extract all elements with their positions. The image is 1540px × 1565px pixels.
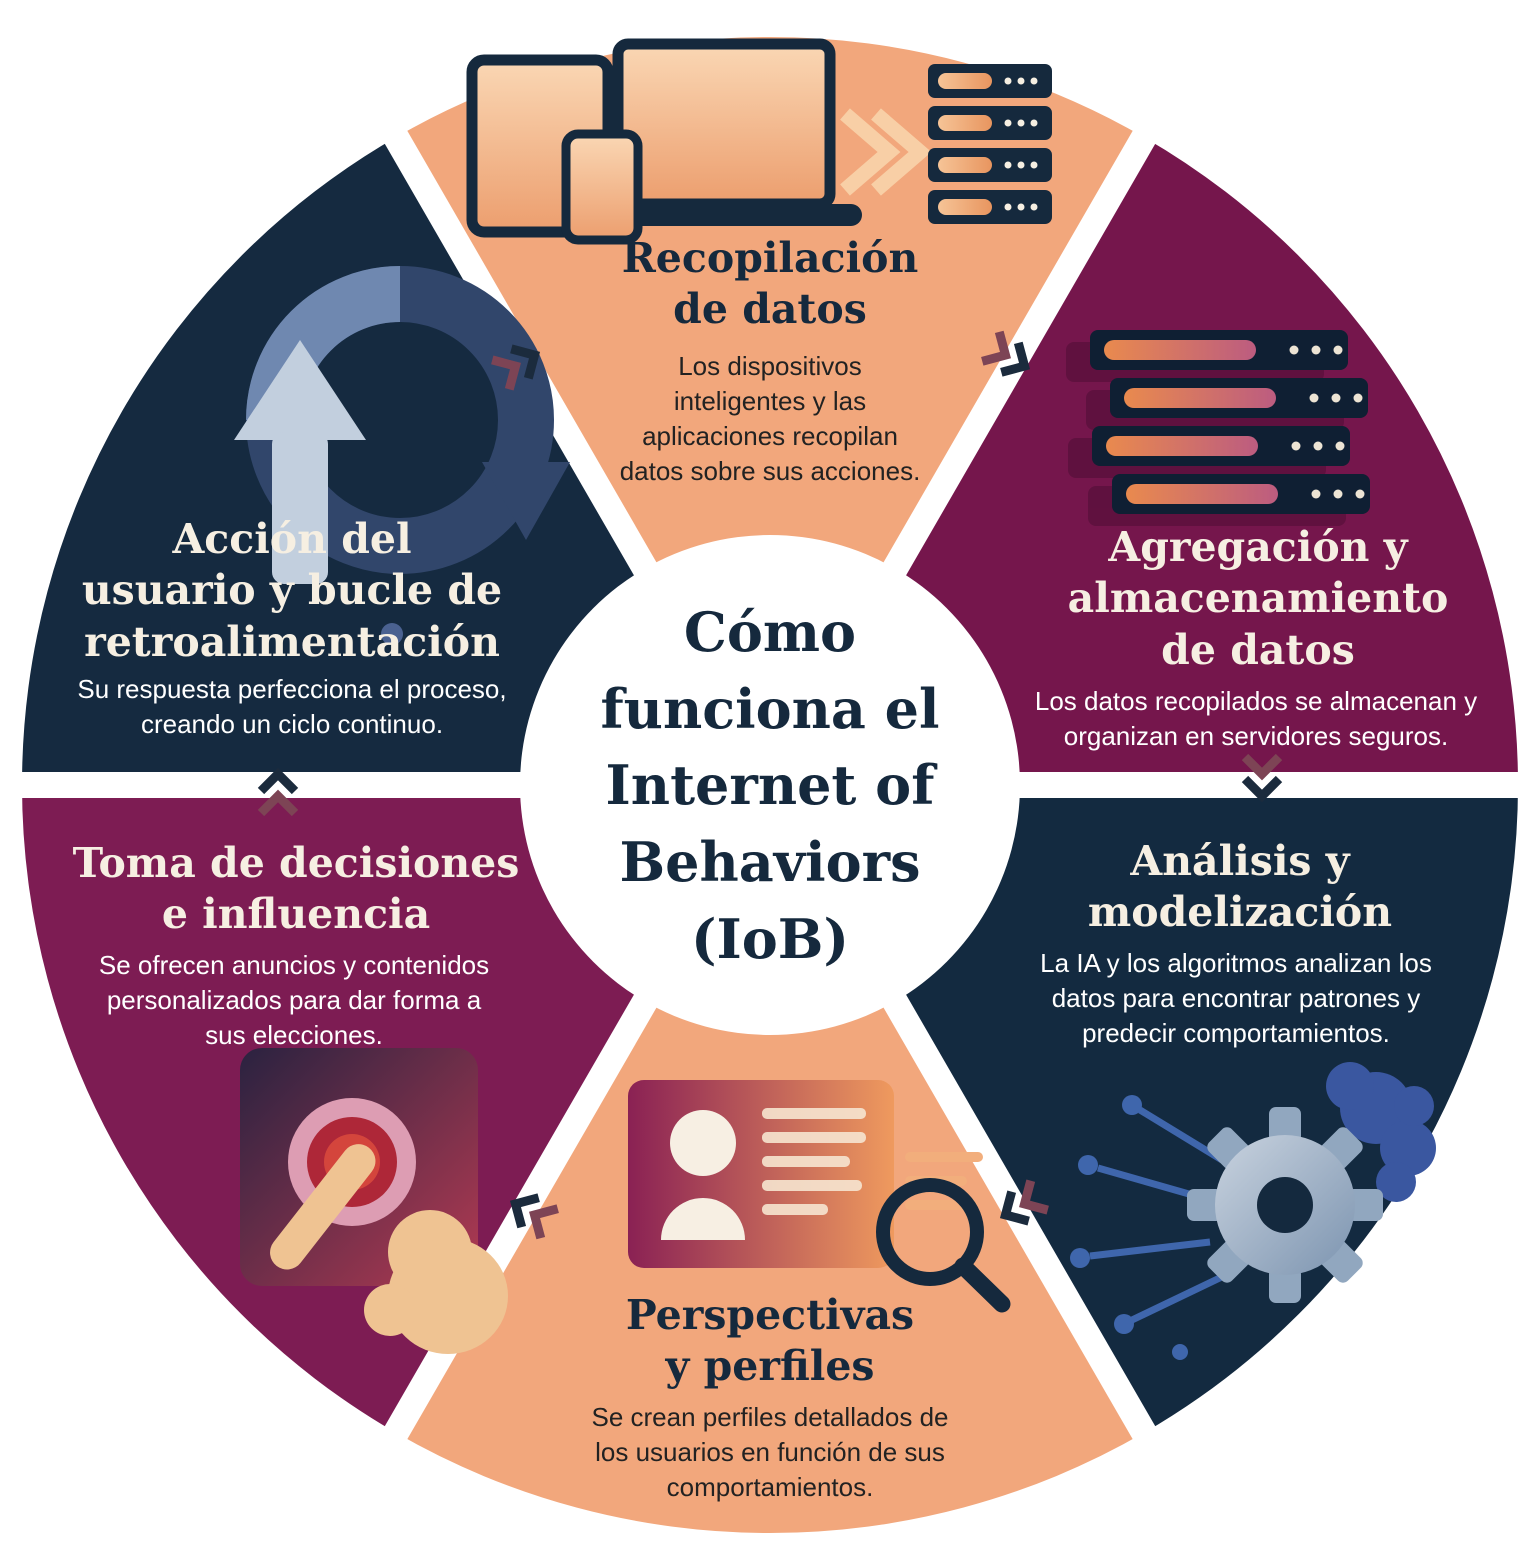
segment-desc-perspectivas: Se crean perfiles detallados de los usua… <box>591 1402 949 1503</box>
transfer-arrow-icon <box>871 108 932 196</box>
button-press-hand-icon <box>240 1048 508 1354</box>
segment-desc-accion-usuario: Su respuesta perfecciona el proceso, cre… <box>77 674 507 740</box>
magnifier-icon <box>876 1178 984 1286</box>
segment-title-recopilacion: Recopilación de datos <box>621 234 919 334</box>
avatar <box>670 1110 736 1176</box>
flow-chevron-1 <box>981 330 1031 377</box>
flow-chevron-4 <box>509 1193 559 1240</box>
flow-chevron-2 <box>1241 753 1283 803</box>
laptop-base-icon <box>586 204 862 226</box>
card-text-lines <box>762 1108 866 1215</box>
segment-desc-analisis: La IA y los algoritmos analizan los dato… <box>1040 948 1432 1049</box>
segment-desc-agregacion: Los datos recopilados se almacenan y org… <box>1034 686 1478 752</box>
devices-to-servers-icon <box>466 38 1052 245</box>
transfer-arrow-icon <box>840 108 901 196</box>
feedback-loop-icon <box>234 266 570 645</box>
brain-icon <box>1326 1062 1436 1202</box>
up-arrow-icon <box>234 340 366 440</box>
small-server-stack-icon <box>928 64 1052 224</box>
gear-icon <box>1187 1107 1383 1303</box>
server-rack-icon <box>1066 330 1370 526</box>
hand-icon <box>270 1144 508 1354</box>
segment-title-agregacion: Agregación y almacenamiento de datos <box>1067 523 1449 674</box>
segment-desc-toma-decisiones: Se ofrecen anuncios y contenidos persona… <box>98 950 490 1051</box>
circuit-lines <box>1089 1107 1230 1324</box>
phone-icon <box>561 129 643 245</box>
flow-chevron-5 <box>257 767 299 817</box>
circuit-nodes <box>1070 1095 1188 1360</box>
segment-title-accion-usuario: Acción del usuario y bucle de retroalime… <box>81 515 503 666</box>
center-title: Cómo funciona el Internet of Behaviors (… <box>600 600 940 971</box>
laptop-screen-icon <box>612 38 836 210</box>
segment-desc-recopilacion: Los dispositivos inteligentes y las apli… <box>619 351 921 487</box>
segment-title-analisis: Análisis y modelización <box>1087 837 1393 937</box>
ai-gear-network-icon <box>1070 1062 1436 1360</box>
flow-chevron-6 <box>491 344 541 391</box>
profile-card-magnifier-icon <box>628 1080 1011 1313</box>
segment-title-toma-decisiones: Toma de decisiones e influencia <box>72 839 520 939</box>
flow-chevron-3 <box>999 1179 1049 1226</box>
segment-title-perspectivas: Perspectivas y perfiles <box>625 1291 915 1391</box>
